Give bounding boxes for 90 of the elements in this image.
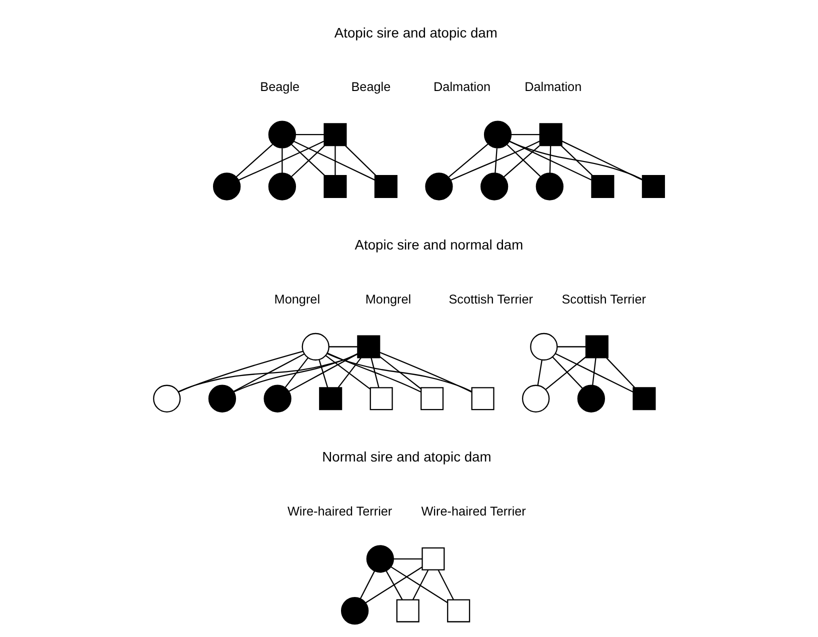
connector (365, 566, 422, 604)
connector (379, 352, 472, 392)
node-box (357, 335, 380, 358)
connector (494, 148, 498, 174)
node-box (324, 123, 347, 146)
node-box (374, 174, 398, 198)
connector (328, 346, 358, 348)
node-box (591, 174, 614, 198)
connector (284, 358, 308, 388)
connector (178, 350, 304, 393)
node-box (319, 387, 342, 410)
node-circle (366, 545, 394, 573)
node-circle (480, 172, 508, 200)
node-box (585, 335, 608, 358)
node-label: Mongrel (274, 292, 320, 306)
node-circle (522, 384, 550, 412)
label: Atopic sire and atopic dam (334, 24, 498, 40)
node-label: Scottish Terrier (562, 292, 646, 306)
connector (360, 570, 376, 599)
node-label: Wire-haired Terrier (287, 504, 392, 518)
connector (282, 148, 283, 173)
node-circle (530, 332, 558, 361)
connector (345, 145, 376, 176)
connector (233, 353, 304, 392)
node-circle (268, 172, 296, 200)
connector (334, 146, 336, 176)
connector (390, 566, 448, 603)
connector (338, 358, 362, 388)
node-box (471, 387, 494, 410)
node-circle (536, 172, 564, 200)
node-box (324, 174, 347, 198)
connector (545, 356, 586, 390)
node-circle (264, 384, 292, 412)
connector (293, 140, 375, 180)
connector (393, 558, 422, 560)
connector (234, 353, 358, 392)
connector (178, 354, 358, 392)
connector (370, 358, 380, 388)
node-box (447, 599, 470, 622)
connector (386, 570, 403, 600)
node-box (420, 387, 444, 410)
node-label: Beagle (260, 80, 300, 94)
node-box (632, 387, 656, 410)
node-label: Scottish Terrier (448, 292, 534, 306)
connector (438, 570, 454, 600)
connector (318, 360, 328, 388)
node-box (370, 387, 393, 410)
connector (558, 346, 586, 348)
node-box (396, 599, 420, 622)
node-box (422, 547, 445, 570)
node-circle (577, 384, 605, 412)
node-circle (208, 384, 236, 412)
connector (552, 356, 583, 389)
connector (560, 145, 593, 176)
node-circle (302, 332, 330, 361)
node-circle (425, 172, 453, 200)
node-box (642, 174, 665, 198)
node-label: Wire-haired Terrier (421, 504, 526, 518)
label: Atopic sire and normal dam (354, 236, 524, 252)
node-circle (213, 172, 241, 200)
connector (327, 353, 472, 392)
connector (238, 140, 324, 181)
connector (288, 353, 358, 392)
node-label: Beagle (351, 80, 391, 94)
connector (379, 356, 422, 390)
connector (509, 140, 643, 180)
node-label: Dalmation (524, 80, 582, 94)
connector (412, 570, 429, 600)
connector (509, 140, 592, 180)
node-circle (484, 120, 512, 148)
node-label: Dalmation (434, 80, 491, 94)
node-circle (268, 120, 296, 148)
label: Normal sire and atopic dam (322, 448, 492, 465)
connector (592, 358, 596, 386)
node-circle (153, 384, 181, 412)
connector (606, 358, 636, 388)
connector (326, 355, 370, 390)
connector (236, 144, 273, 178)
connector (295, 134, 324, 136)
node-label: Mongrel (365, 292, 412, 306)
connector (511, 134, 540, 136)
connector (549, 146, 552, 174)
node-circle (340, 596, 369, 625)
connector (562, 140, 642, 180)
node-box (539, 123, 562, 146)
connector (448, 144, 488, 178)
connector (450, 140, 540, 181)
connector (327, 352, 422, 392)
connector (555, 353, 634, 393)
connector (537, 360, 543, 386)
